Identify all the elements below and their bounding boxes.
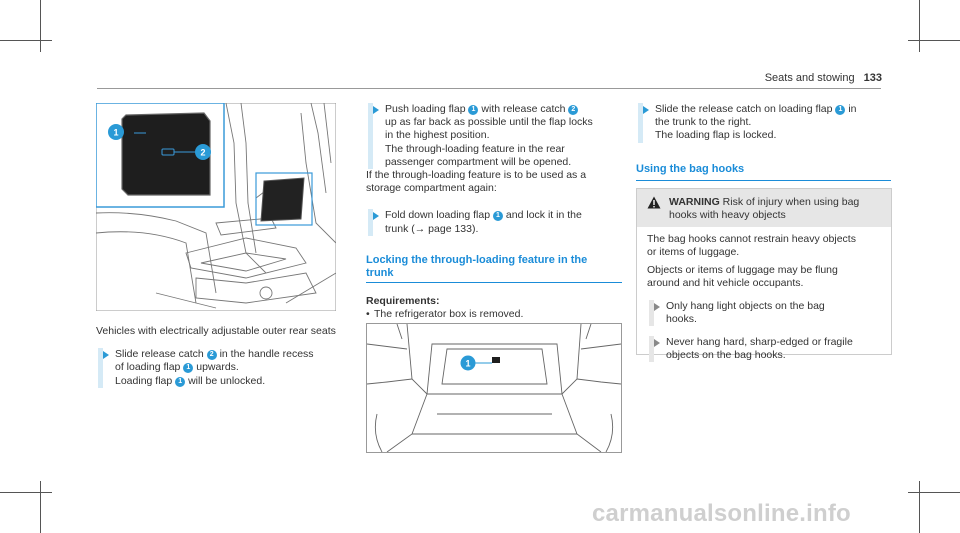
step-bar	[638, 103, 643, 143]
instruction-step: Slide release catch 2 in the handle rece…	[96, 348, 346, 388]
rear-seat-illustration: 1 2	[96, 103, 336, 311]
arrow-icon	[654, 339, 660, 347]
trunk-callout-1: 1	[465, 359, 470, 369]
step-bar	[649, 336, 654, 362]
step-bar	[368, 209, 373, 236]
badge-icon: 2	[206, 350, 217, 361]
left-column: Vehicles with electrically adjustable ou…	[96, 325, 346, 388]
warning-triangle-icon	[647, 196, 661, 209]
arrow-icon	[643, 106, 649, 114]
figure-caption: Vehicles with electrically adjustable ou…	[96, 325, 336, 337]
section-heading: Locking the through-loading feature in t…	[366, 254, 622, 283]
section-heading: Using the bag hooks	[636, 163, 891, 181]
step-bar	[649, 300, 654, 326]
callout-2: 2	[200, 148, 205, 158]
arrow-icon	[654, 303, 660, 311]
paragraph: If the through-loading feature is to be …	[366, 169, 587, 195]
trunk-illustration: 1	[367, 324, 621, 452]
header-rule	[97, 88, 881, 89]
right-column: Slide the release catch on loading flap …	[636, 103, 891, 181]
instruction-step: Push loading flap 1 with release catch 2…	[366, 103, 622, 170]
callout-1: 1	[113, 128, 118, 138]
requirements-label: Requirements:	[366, 294, 440, 307]
page-reference-link[interactable]: trunk (→ page 133).	[385, 222, 479, 235]
warning-header: WARNING Risk of injury when using bag ho…	[637, 189, 891, 227]
trunk-figure: 1	[366, 323, 622, 453]
warning-box: WARNING Risk of injury when using bag ho…	[636, 188, 892, 362]
instruction-step: Slide the release catch on loading flap …	[636, 103, 891, 143]
list-item: • The refrigerator box is removed.	[366, 308, 524, 321]
arrow-icon	[373, 212, 379, 221]
instruction-step: Fold down loading flap 1 and lock it in …	[366, 209, 622, 236]
badge-icon: 1	[468, 105, 479, 115]
badge-icon: 1	[175, 376, 186, 387]
warning-body: The bag hooks cannot restrain heavy obje…	[637, 227, 891, 370]
badge-icon: 1	[493, 211, 503, 222]
warning-label: WARNING	[669, 196, 720, 208]
badge-icon: 1	[835, 105, 846, 115]
step-bar	[368, 103, 373, 170]
middle-column: Push loading flap 1 with release catch 2…	[366, 103, 622, 321]
requirements-list: • The refrigerator box is removed.	[366, 308, 622, 321]
arrow-icon	[373, 106, 379, 114]
step-bar	[98, 348, 103, 388]
running-header: Seats and stowing 133	[765, 72, 882, 84]
rear-seat-figure: 1 2	[96, 103, 336, 311]
page-number: 133	[863, 72, 882, 84]
watermark: carmanualsonline.info	[592, 500, 851, 527]
badge-icon: 1	[183, 363, 194, 374]
badge-icon: 2	[568, 105, 579, 115]
arrow-icon	[103, 351, 109, 360]
section-title: Seats and stowing	[764, 72, 855, 84]
